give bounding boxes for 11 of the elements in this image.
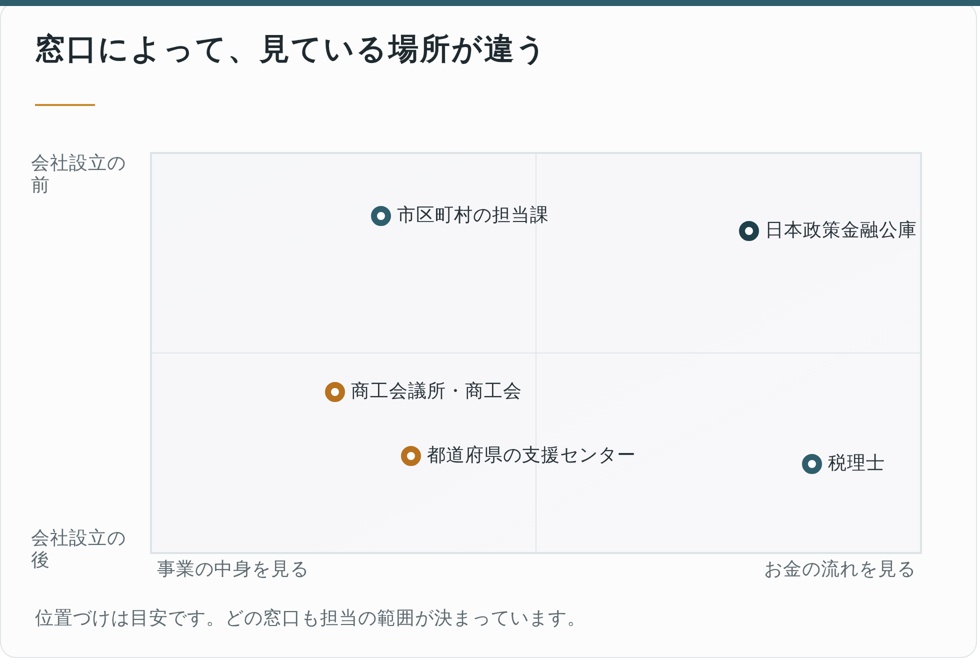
title: 窓口によって、見ている場所が違う bbox=[35, 31, 548, 69]
point-label: 日本政策金融公庫 bbox=[765, 219, 917, 243]
point-label: 税理士 bbox=[828, 452, 885, 476]
axis-label: 事業の中身を見る bbox=[157, 559, 309, 581]
axis-label: 会社設立の前 bbox=[31, 153, 127, 197]
caption-note: 位置づけは目安です。どの窓口も担当の範囲が決まっています。 bbox=[35, 607, 586, 631]
axis-label: お金の流れを見る bbox=[764, 559, 916, 581]
axis-label: 会社設立の後 bbox=[31, 528, 127, 572]
point-label: 都道府県の支援センター bbox=[427, 444, 636, 468]
point-label: 市区町村の担当課 bbox=[397, 204, 549, 228]
point-label: 商工会議所・商工会 bbox=[351, 380, 522, 404]
